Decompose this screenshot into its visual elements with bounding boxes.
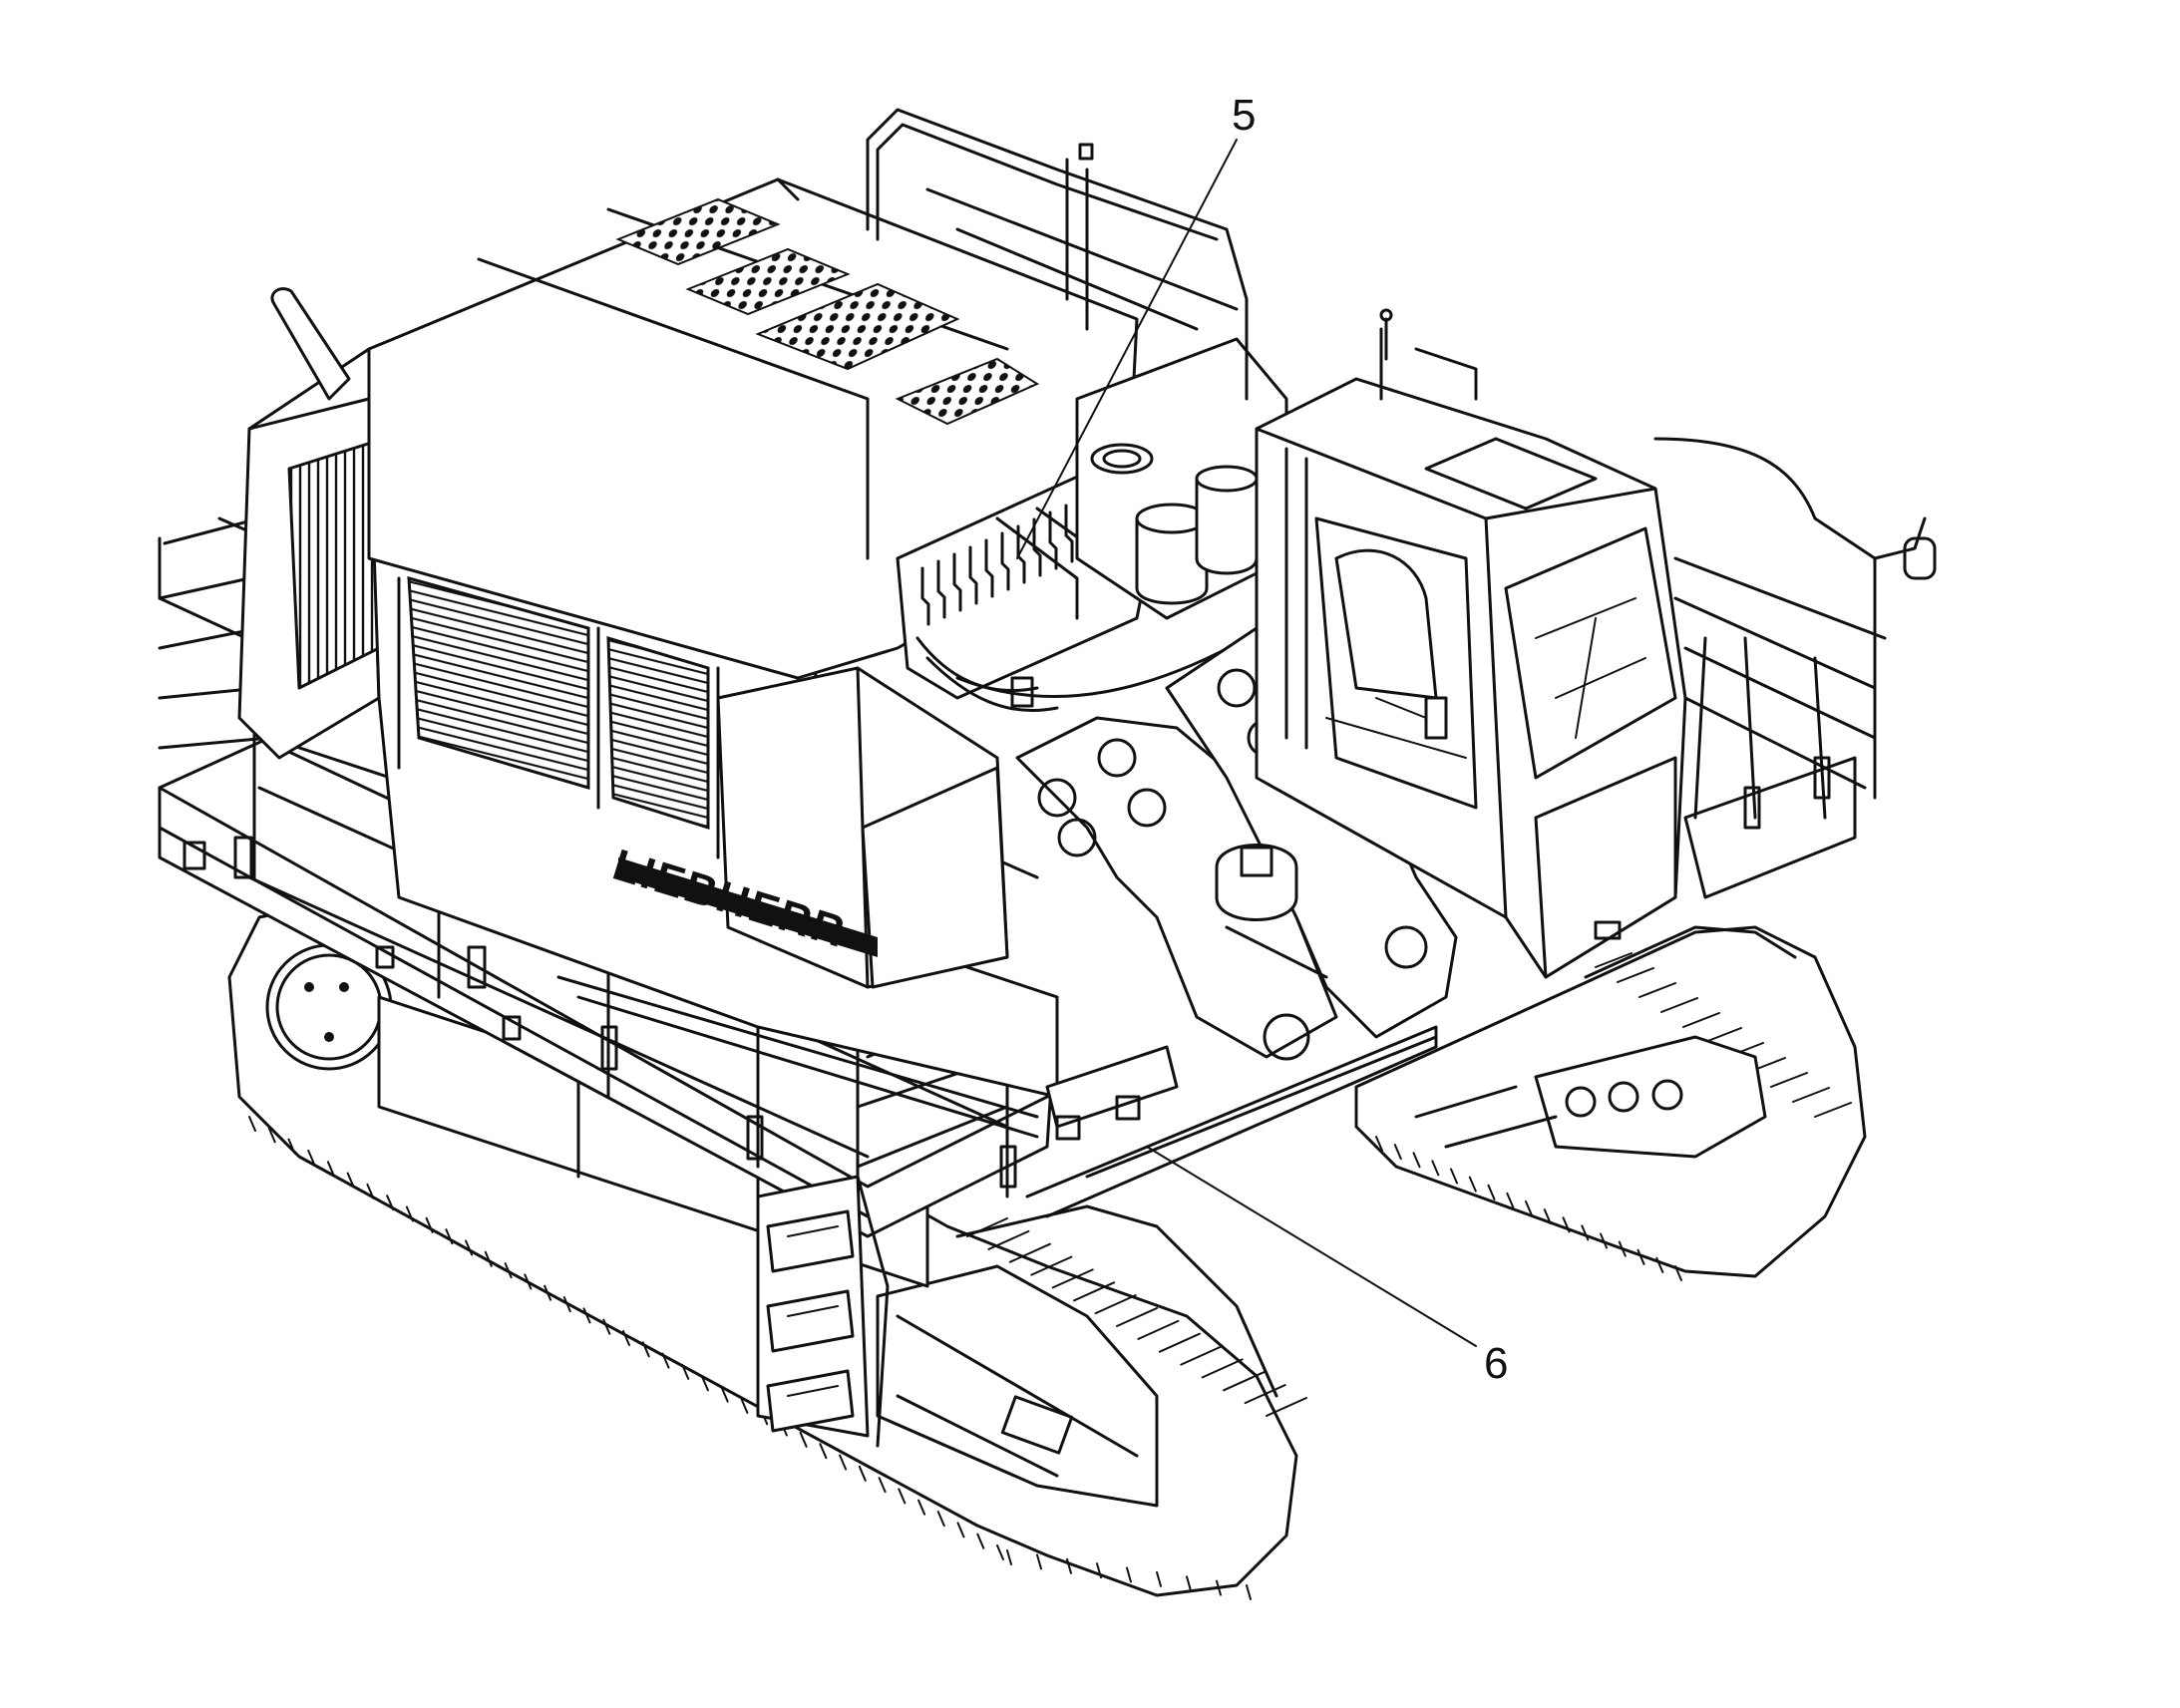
callout-5-leader xyxy=(1016,139,1238,559)
callout-5-label: 5 xyxy=(1232,91,1256,140)
hydraulic-valves xyxy=(896,337,1288,713)
access-stairs xyxy=(756,1175,890,1448)
operator-cab xyxy=(1255,327,1687,979)
right-platform xyxy=(1653,437,1937,899)
callout-6: 6 xyxy=(1146,1146,1508,1388)
boom-foot xyxy=(1015,626,1458,1061)
undercarriage xyxy=(1025,1025,1438,1218)
right-crawler-track xyxy=(1354,925,1867,1281)
rear-handrail xyxy=(866,108,1393,401)
callout-5: 5 xyxy=(1016,91,1256,559)
callout-6-leader xyxy=(1146,1146,1477,1347)
callout-6-label: 6 xyxy=(1484,1339,1508,1388)
